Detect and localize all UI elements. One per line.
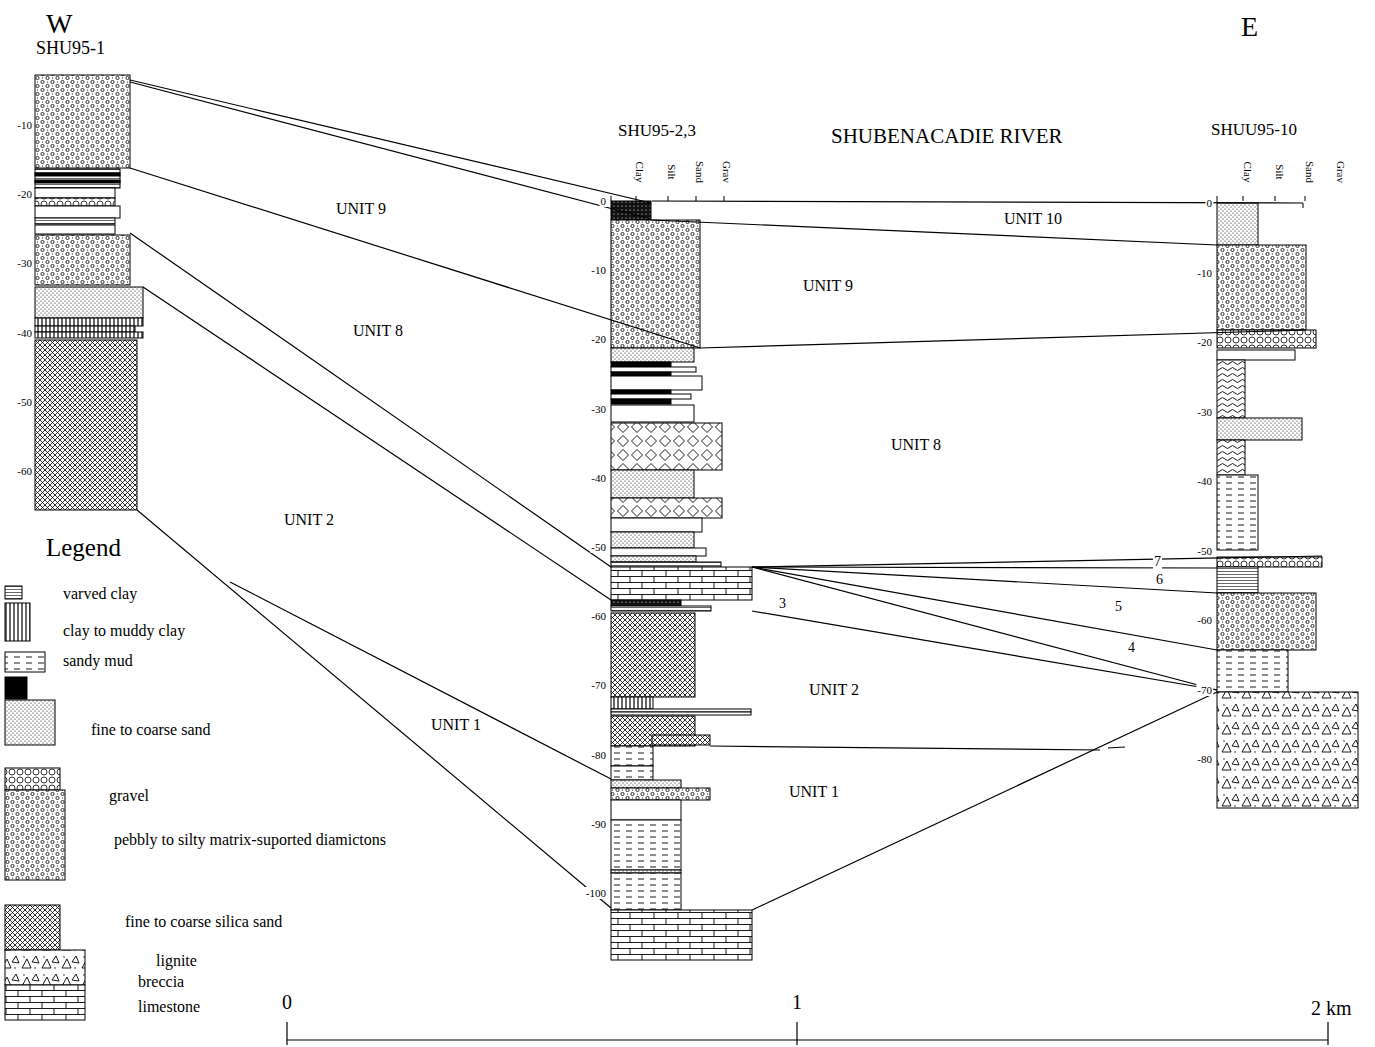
- unit-label: UNIT 8: [352, 322, 404, 340]
- grain-size-header: Silt: [666, 163, 678, 180]
- legend-text: breccia: [137, 973, 185, 991]
- legend-swatch: [5, 790, 65, 880]
- depth-tick: -20: [590, 333, 607, 345]
- depth-tick: 0: [1206, 197, 1214, 209]
- river-name: SHUBENACADIE RIVER: [830, 125, 1064, 148]
- depth-tick: -30: [1196, 405, 1213, 417]
- legend-swatch: [5, 677, 27, 699]
- unit-label: UNIT 1: [788, 783, 840, 801]
- legend-text: clay to muddy clay: [62, 622, 186, 640]
- legend-heading: Legend: [45, 534, 122, 562]
- grain-size-header: Clay: [1242, 161, 1254, 184]
- grain-size-header: Clay: [634, 161, 646, 184]
- unit-number: 4: [1127, 640, 1136, 655]
- depth-tick: -40: [16, 327, 33, 339]
- depth-tick: -30: [590, 403, 607, 415]
- grain-size-header: Sand: [694, 160, 706, 184]
- depth-tick: -80: [590, 749, 607, 761]
- correlation-line: [130, 80, 1322, 910]
- legend-text: pebbly to silty matrix-suported diamicto…: [113, 831, 387, 849]
- depth-tick: 0: [600, 195, 608, 207]
- legend-swatch: [5, 905, 60, 950]
- depth-tick: -70: [1196, 683, 1213, 695]
- depth-tick: -100: [585, 887, 607, 899]
- legend-text: limestone: [137, 998, 201, 1016]
- unit-number: 6: [1155, 572, 1164, 587]
- depth-tick: -50: [16, 396, 33, 408]
- depth-tick: -50: [1196, 544, 1213, 556]
- depth-tick: -40: [1196, 475, 1213, 487]
- borehole-column: [35, 75, 143, 510]
- depth-tick: -60: [1196, 614, 1213, 626]
- depth-tick: -70: [590, 679, 607, 691]
- unit-number: 3: [778, 596, 787, 611]
- unit-label: UNIT 9: [335, 200, 387, 218]
- grain-size-header: Grav: [721, 160, 733, 184]
- borehole-column: [611, 196, 752, 960]
- depth-tick: -30: [16, 257, 33, 269]
- scale-bar: [287, 1022, 1328, 1045]
- scale-label: 2 km: [1310, 997, 1353, 1019]
- legend-swatch: [5, 768, 60, 790]
- unit-label: UNIT 1: [430, 716, 482, 734]
- legend-swatch: [5, 586, 22, 599]
- unit-number: 7: [1153, 554, 1162, 569]
- unit-label: UNIT 10: [1003, 210, 1063, 228]
- unit-label: UNIT 8: [890, 436, 942, 454]
- borehole-name: SHU95-1: [35, 39, 106, 59]
- unit-label: UNIT 2: [283, 511, 335, 529]
- depth-tick: -80: [1196, 753, 1213, 765]
- legend-swatch: [5, 603, 30, 641]
- legend-text: lignite: [155, 952, 198, 970]
- grain-size-header: Silt: [1274, 163, 1286, 180]
- depth-tick: -40: [590, 472, 607, 484]
- unit-number: 5: [1114, 599, 1123, 614]
- compass-letter: E: [1240, 12, 1259, 43]
- scale-label: 0: [281, 991, 293, 1013]
- legend-swatch: [5, 985, 85, 1020]
- depth-tick: -90: [590, 818, 607, 830]
- depth-tick: -10: [16, 119, 33, 131]
- unit-label: UNIT 9: [802, 277, 854, 295]
- depth-tick: -20: [1196, 336, 1213, 348]
- legend-text: gravel: [108, 787, 150, 805]
- depth-tick: -10: [590, 264, 607, 276]
- legend-text: fine to coarse silica sand: [124, 913, 283, 931]
- grain-size-header: Sand: [1304, 160, 1316, 184]
- borehole-column: [1217, 196, 1358, 808]
- depth-tick: -60: [16, 465, 33, 477]
- legend-text: fine to coarse sand: [90, 721, 212, 739]
- legend-swatch: [5, 652, 45, 672]
- depth-tick: -20: [16, 188, 33, 200]
- grain-size-header: Grav: [1335, 160, 1347, 184]
- legend-swatch: [5, 700, 55, 745]
- unit-label: UNIT 2: [808, 681, 860, 699]
- depth-tick: -50: [590, 541, 607, 553]
- depth-tick: -10: [1196, 266, 1213, 278]
- depth-tick: -60: [590, 610, 607, 622]
- legend-text: sandy mud: [62, 652, 134, 670]
- legend-text: varved clay: [62, 585, 138, 603]
- compass-letter: W: [45, 9, 73, 40]
- scale-label: 1: [791, 991, 803, 1013]
- legend-swatches: [5, 586, 85, 1020]
- borehole-name: SHUU95-10: [1210, 121, 1298, 140]
- legend-swatch: [5, 950, 85, 985]
- borehole-name: SHU95-2,3: [617, 122, 697, 141]
